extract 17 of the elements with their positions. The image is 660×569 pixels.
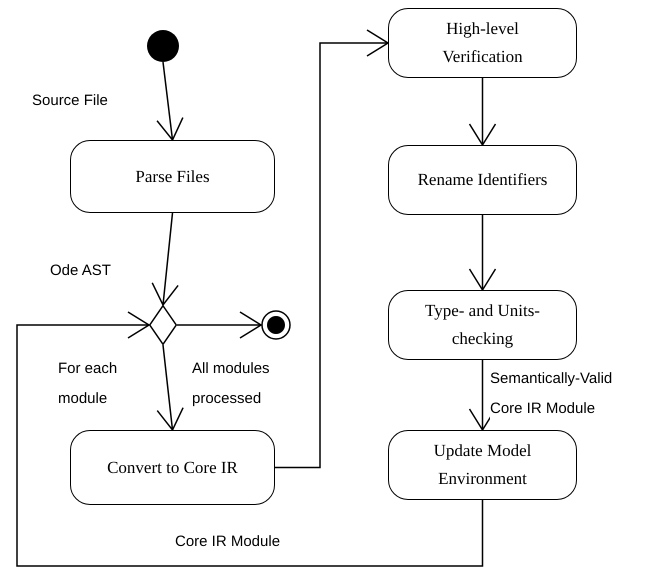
final-node	[261, 310, 291, 340]
arrow	[177, 311, 262, 339]
initial-node	[147, 30, 179, 62]
arrow	[16, 311, 484, 567]
arrow	[468, 78, 496, 146]
activity-box: Parse Files	[70, 140, 275, 213]
activity-box: Convert to Core IR	[70, 430, 275, 505]
activity-box: High-level Verification	[388, 8, 577, 78]
activity-box: Update Model Environment	[388, 430, 577, 500]
arrow	[275, 29, 389, 468]
arrow	[468, 215, 496, 291]
arrow	[156, 62, 184, 141]
arrow	[151, 212, 179, 306]
arrow	[156, 344, 184, 431]
activity-box: Rename Identifiers	[388, 145, 577, 215]
activity-box: Type- and Units-checking	[388, 290, 577, 360]
decision-diamond	[149, 305, 177, 345]
